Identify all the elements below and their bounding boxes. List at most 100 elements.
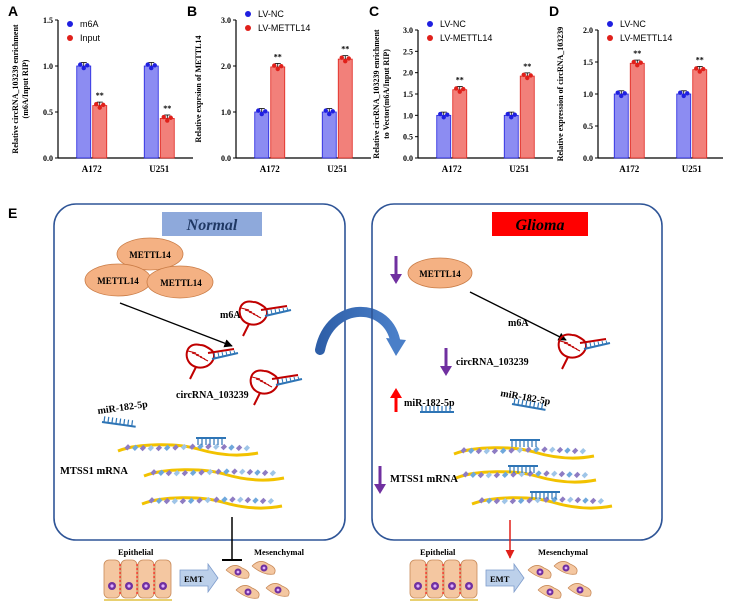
data-point xyxy=(438,111,443,117)
y-tick-label: 1.5 xyxy=(403,90,413,99)
mesenchymal-cells-icon xyxy=(527,561,592,599)
data-point xyxy=(638,60,643,65)
glioma-title: Glioma xyxy=(516,217,565,234)
bar xyxy=(436,114,452,159)
y-tick-label: 1.5 xyxy=(583,58,593,67)
significance-label: ** xyxy=(523,62,531,71)
y-tick-label: 1.0 xyxy=(43,62,53,71)
data-point xyxy=(152,63,157,68)
data-point xyxy=(615,90,620,95)
legend-marker xyxy=(245,25,251,31)
data-point xyxy=(635,62,640,68)
x-tick-label: U251 xyxy=(509,164,529,174)
y-axis-label: Relative circRNA_103239 enrichmentto Vec… xyxy=(372,29,391,158)
mesenchymal-label: Mesenchymal xyxy=(254,547,305,557)
m6a-label: m6A xyxy=(508,318,529,329)
mirna-bound-icon xyxy=(196,437,226,445)
m6a-label: m6A xyxy=(220,310,241,321)
bar xyxy=(254,111,270,159)
data-point xyxy=(78,62,83,67)
data-point xyxy=(694,66,699,71)
mrna-strand xyxy=(141,496,283,510)
data-point xyxy=(512,112,517,117)
bar xyxy=(519,75,535,159)
emt-label: EMT xyxy=(184,574,204,584)
y-tick-label: 1.5 xyxy=(43,16,53,25)
data-point xyxy=(275,66,280,72)
mirna-icon xyxy=(420,406,454,413)
significance-label: ** xyxy=(696,55,704,64)
bar xyxy=(76,65,92,159)
normal-box xyxy=(53,203,346,541)
legend-label: LV-NC xyxy=(620,19,646,29)
legend-marker xyxy=(67,21,73,27)
mrna-strand xyxy=(117,443,259,457)
mirna-label: miR-182-5p xyxy=(97,399,149,417)
mettl14-ellipse xyxy=(146,265,214,299)
data-point xyxy=(145,62,150,67)
methylation-arrow xyxy=(119,302,233,348)
glioma-box xyxy=(371,203,663,541)
data-point xyxy=(525,75,530,81)
panel-letter-d: D xyxy=(549,3,559,19)
data-point xyxy=(631,59,636,65)
down-arrow-icon xyxy=(390,256,402,284)
glioma-title-bg xyxy=(492,212,588,236)
mettl14-label: METTL14 xyxy=(129,250,171,260)
mrna-strand xyxy=(143,468,285,482)
data-point xyxy=(441,115,446,120)
data-point xyxy=(263,109,268,114)
x-tick-label: U251 xyxy=(682,164,702,174)
data-point xyxy=(619,93,624,99)
circrna-label: circRNA_103239 xyxy=(176,390,249,401)
data-point xyxy=(697,69,702,74)
mettl14-ellipse xyxy=(407,257,473,289)
data-point xyxy=(85,63,90,68)
epithelial-cells-icon xyxy=(409,559,478,601)
data-point xyxy=(528,73,533,78)
data-point xyxy=(101,102,106,108)
data-point xyxy=(509,115,514,120)
up-arrow-icon xyxy=(390,388,402,412)
legend-label: LV-NC xyxy=(258,9,284,19)
y-tick-label: 3.0 xyxy=(403,26,413,35)
y-tick-label: 0.5 xyxy=(43,108,53,117)
panel-letter-e: E xyxy=(8,205,17,221)
legend-marker xyxy=(67,35,73,41)
data-point xyxy=(457,89,462,94)
bar xyxy=(452,89,468,159)
data-point xyxy=(165,118,170,123)
data-point xyxy=(97,105,102,110)
epithelial-label: Epithelial xyxy=(118,547,154,557)
legend-marker xyxy=(245,11,251,17)
bar xyxy=(321,111,337,159)
data-point xyxy=(701,66,706,72)
y-tick-label: 1.0 xyxy=(403,111,413,120)
mrna-strand xyxy=(471,496,613,510)
bar xyxy=(337,58,353,159)
data-point xyxy=(678,90,683,95)
emt-arrow xyxy=(485,562,525,594)
normal-title: Normal xyxy=(186,217,238,234)
y-tick-label: 0.0 xyxy=(221,154,231,163)
y-tick-label: 2.0 xyxy=(403,69,413,78)
x-tick-label: A172 xyxy=(260,164,280,174)
bar xyxy=(503,114,519,159)
bar xyxy=(676,93,692,159)
y-tick-label: 3.0 xyxy=(221,16,231,25)
mettl14-label: METTL14 xyxy=(419,269,461,279)
circrna-icon xyxy=(238,300,292,337)
mirna-label: miR-182-5p xyxy=(404,398,455,409)
glioma-panel: Glioma METTL14 m6A circRNA_103239 miR-18… xyxy=(371,203,663,601)
y-tick-label: 0.0 xyxy=(583,154,593,163)
mettl14-label: METTL14 xyxy=(160,278,202,288)
bar xyxy=(692,69,708,159)
transition-arrow xyxy=(315,306,401,355)
mettl14-ellipse xyxy=(116,237,184,271)
mirna-icon xyxy=(511,398,546,411)
bar xyxy=(613,93,629,159)
